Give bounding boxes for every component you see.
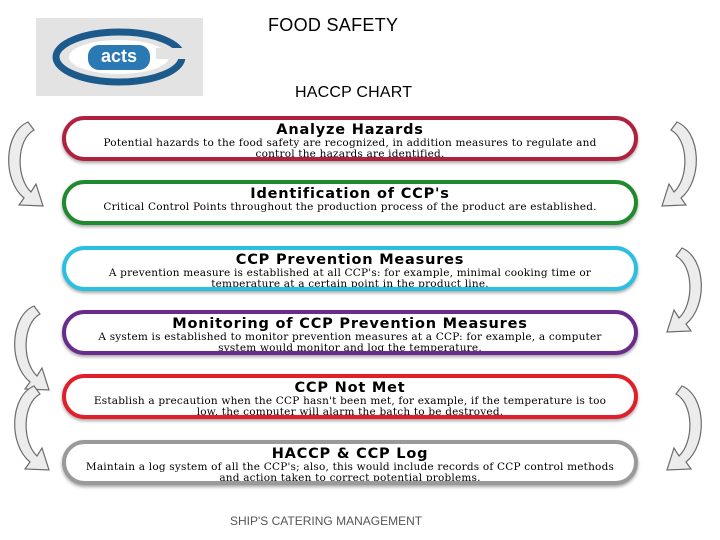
step-description: Establish a precaution when the CCP hasn… [93, 395, 607, 418]
step-description: Potential hazards to the food safety are… [103, 137, 597, 160]
step-ccp-not-met: CCP Not Met Establish a precaution when … [62, 374, 638, 419]
slide-title: FOOD SAFETY [268, 15, 399, 35]
step-description: Maintain a log system of all the CCP's; … [85, 461, 615, 484]
step-description: Critical Control Points throughout the p… [103, 201, 597, 213]
acts-logo: acts [36, 18, 203, 96]
curved-arrow-left-bottom-icon [14, 385, 50, 471]
step-heading: CCP Prevention Measures [235, 252, 465, 268]
curved-arrow-right-bottom-icon [666, 385, 702, 471]
step-heading: Identification of CCP's [250, 186, 450, 202]
step-description: A system is established to monitor preve… [98, 331, 602, 354]
curved-arrow-left-top-icon [8, 121, 44, 207]
curved-arrow-right-middle-icon [666, 247, 702, 333]
step-haccp-ccp-log: HACCP & CCP Log Maintain a log system of… [62, 440, 638, 485]
step-analyze-hazards: Analyze Hazards Potential hazards to the… [62, 116, 638, 161]
step-heading: Analyze Hazards [276, 122, 424, 138]
footer-text: SHIP'S CATERING MANAGEMENT [230, 514, 423, 528]
step-description: A prevention measure is established at a… [108, 267, 592, 290]
step-monitoring-ccp-prevention: Monitoring of CCP Prevention Measures A … [62, 310, 638, 355]
step-identification-of-ccps: Identification of CCP's Critical Control… [62, 180, 638, 225]
step-heading: Monitoring of CCP Prevention Measures [172, 316, 528, 332]
logo-text: acts [100, 46, 138, 66]
step-heading: CCP Not Met [294, 380, 406, 396]
curved-arrow-right-top-icon [661, 121, 697, 207]
step-ccp-prevention-measures: CCP Prevention Measures A prevention mea… [62, 246, 638, 291]
chart-title: HACCP CHART [295, 84, 413, 101]
step-heading: HACCP & CCP Log [271, 446, 429, 462]
